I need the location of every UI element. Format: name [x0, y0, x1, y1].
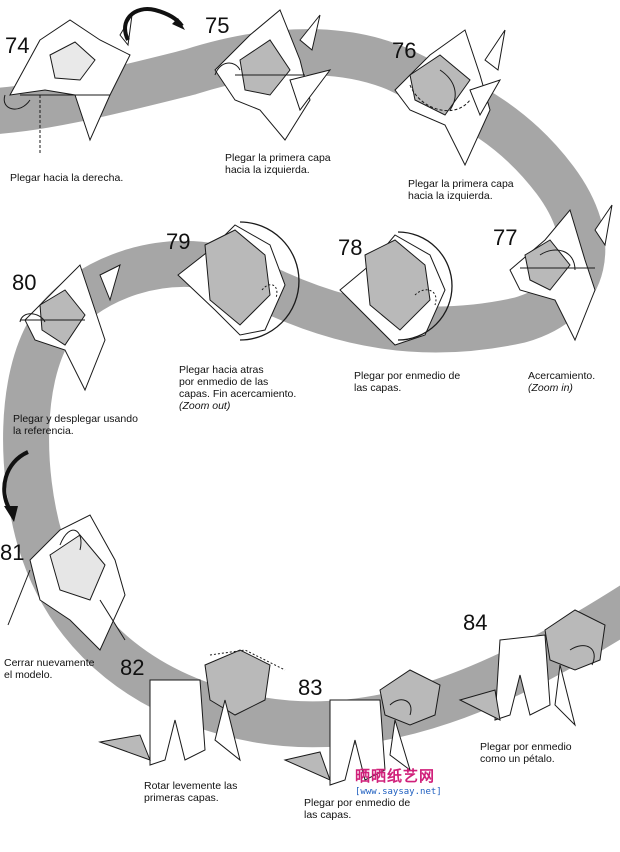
- step-81-number: 81: [0, 540, 25, 565]
- step-83-caption: Plegar por enmedio de las capas.: [304, 797, 411, 821]
- step-78-caption: Plegar por enmedio de las capas.: [354, 370, 461, 394]
- step-79-figure: [177, 221, 300, 341]
- step-79-number: 79: [166, 229, 191, 254]
- step-80-caption: Plegar y desplegar usando la referencia.: [13, 413, 138, 437]
- step-83-number: 83: [298, 675, 323, 700]
- step-79-caption: Plegar hacia atras por enmedio de las ca…: [179, 364, 297, 400]
- step-74-figure: [3, 14, 133, 155]
- step-84-number: 84: [463, 610, 488, 635]
- step-74-number: 74: [5, 33, 30, 58]
- step-80-number: 80: [12, 270, 37, 295]
- step-77-number: 77: [493, 225, 518, 250]
- step-77-figure: [509, 204, 613, 342]
- step-82-caption: Rotar levemente las primeras capas.: [144, 780, 238, 804]
- step-84-caption: Plegar por enmedio como un pétalo.: [480, 741, 572, 765]
- step-83-figure: [283, 669, 441, 786]
- step-78-number: 78: [338, 235, 363, 260]
- rotate-arrow-icon: [2, 450, 29, 522]
- step-76-caption: Plegar la primera capa hacia la izquierd…: [408, 178, 514, 202]
- step-77-caption-block: Acercamiento. (Zoom in): [528, 358, 595, 406]
- step-84-figure: [458, 609, 606, 727]
- watermark-url: [www.saysay.net]: [355, 787, 442, 797]
- watermark-text: 晒晒纸艺网: [355, 767, 436, 785]
- step-76-figure: [394, 29, 506, 167]
- step-77-caption: Acercamiento.: [528, 370, 596, 382]
- step-75-caption: Plegar la primera capa hacia la izquierd…: [225, 152, 331, 176]
- step-74-caption: Plegar hacia la derecha.: [10, 172, 124, 184]
- step-80-figure: [19, 264, 121, 392]
- step-79-note: (Zoom out): [179, 400, 231, 412]
- step-82-figure: [98, 649, 286, 766]
- step-75-figure: [214, 9, 332, 141]
- watermark: 晒晒纸艺网 [www.saysay.net]: [355, 765, 442, 797]
- step-75-number: 75: [205, 13, 230, 38]
- turn-over-arrow-icon: [123, 7, 185, 41]
- step-79-caption-block: Plegar hacia atras por enmedio de las ca…: [179, 352, 296, 424]
- step-77-note: (Zoom in): [528, 382, 573, 394]
- step-76-number: 76: [392, 38, 417, 63]
- step-82-number: 82: [120, 655, 145, 680]
- step-81-figure: [7, 514, 126, 651]
- step-78-figure: [339, 231, 453, 346]
- step-81-caption: Cerrar nuevamente el modelo.: [4, 657, 95, 681]
